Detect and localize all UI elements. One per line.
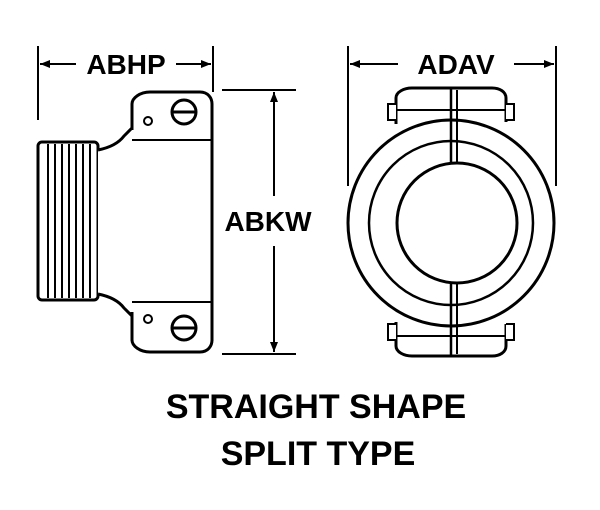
end-view: [346, 86, 556, 358]
side-view: [36, 90, 214, 354]
abhp-label: ABHP: [86, 49, 165, 80]
body-profile: [97, 103, 214, 342]
threaded-end: [36, 140, 100, 302]
inner-bore: [395, 161, 519, 285]
caption-line-1: STRAIGHT SHAPE: [166, 388, 466, 426]
abkw-label: ABKW: [224, 206, 312, 237]
adav-label: ADAV: [417, 49, 495, 80]
adav-dimension: [347, 46, 557, 186]
abkw-dimension: [222, 89, 296, 355]
abhp-dimension: [37, 46, 214, 120]
caption-line-2: SPLIT TYPE: [221, 435, 416, 473]
